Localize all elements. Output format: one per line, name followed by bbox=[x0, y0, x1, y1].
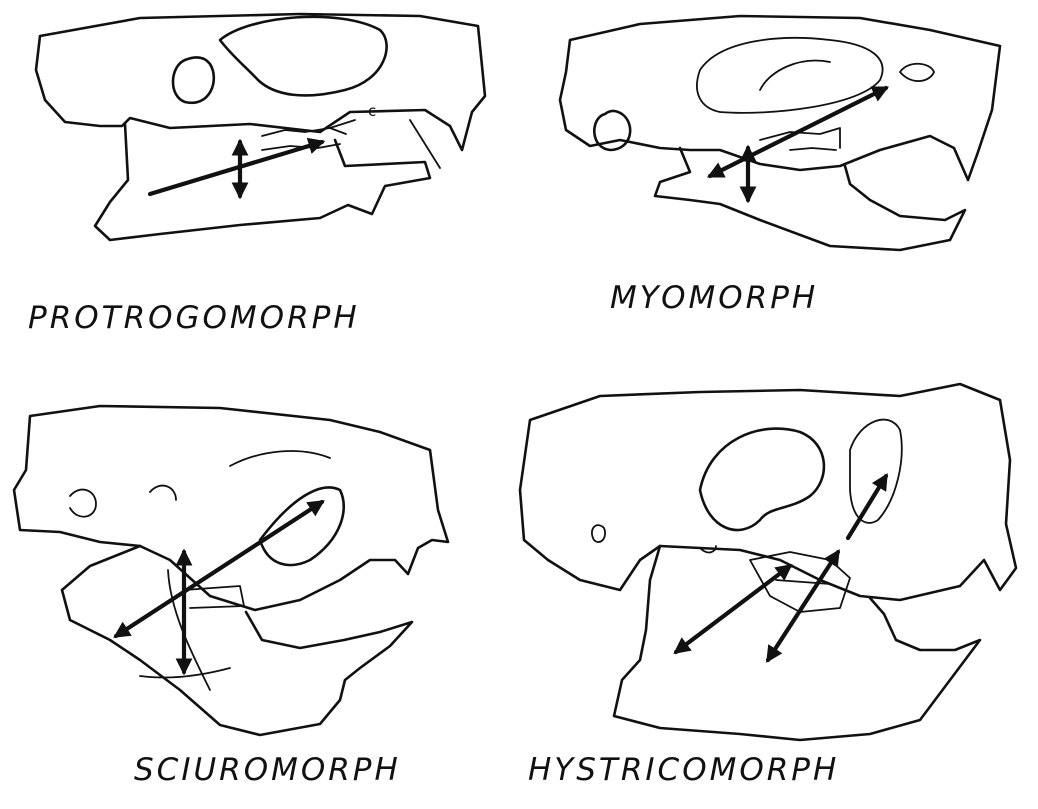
hystricomorph-skull bbox=[520, 384, 1016, 740]
protrogomorph-arrow-oblique bbox=[150, 142, 322, 194]
protrogomorph-skull: c bbox=[36, 14, 485, 240]
label-myomorph: MYOMORPH bbox=[610, 280, 818, 316]
hystricomorph-arrow-left bbox=[676, 566, 790, 652]
sciuromorph-skull bbox=[14, 406, 448, 735]
label-c: c bbox=[368, 102, 376, 120]
label-sciuromorph: SCIUROMORPH bbox=[134, 752, 401, 788]
sciuromorph-arrow-oblique bbox=[116, 502, 322, 636]
hystricomorph-arrow-lower bbox=[768, 552, 838, 660]
label-hystricomorph: HYSTRICOMORPH bbox=[528, 752, 839, 788]
label-protrogomorph: PROTROGOMORPH bbox=[28, 300, 360, 336]
myomorph-arrow-oblique bbox=[710, 88, 886, 176]
myomorph-skull bbox=[560, 16, 1000, 250]
